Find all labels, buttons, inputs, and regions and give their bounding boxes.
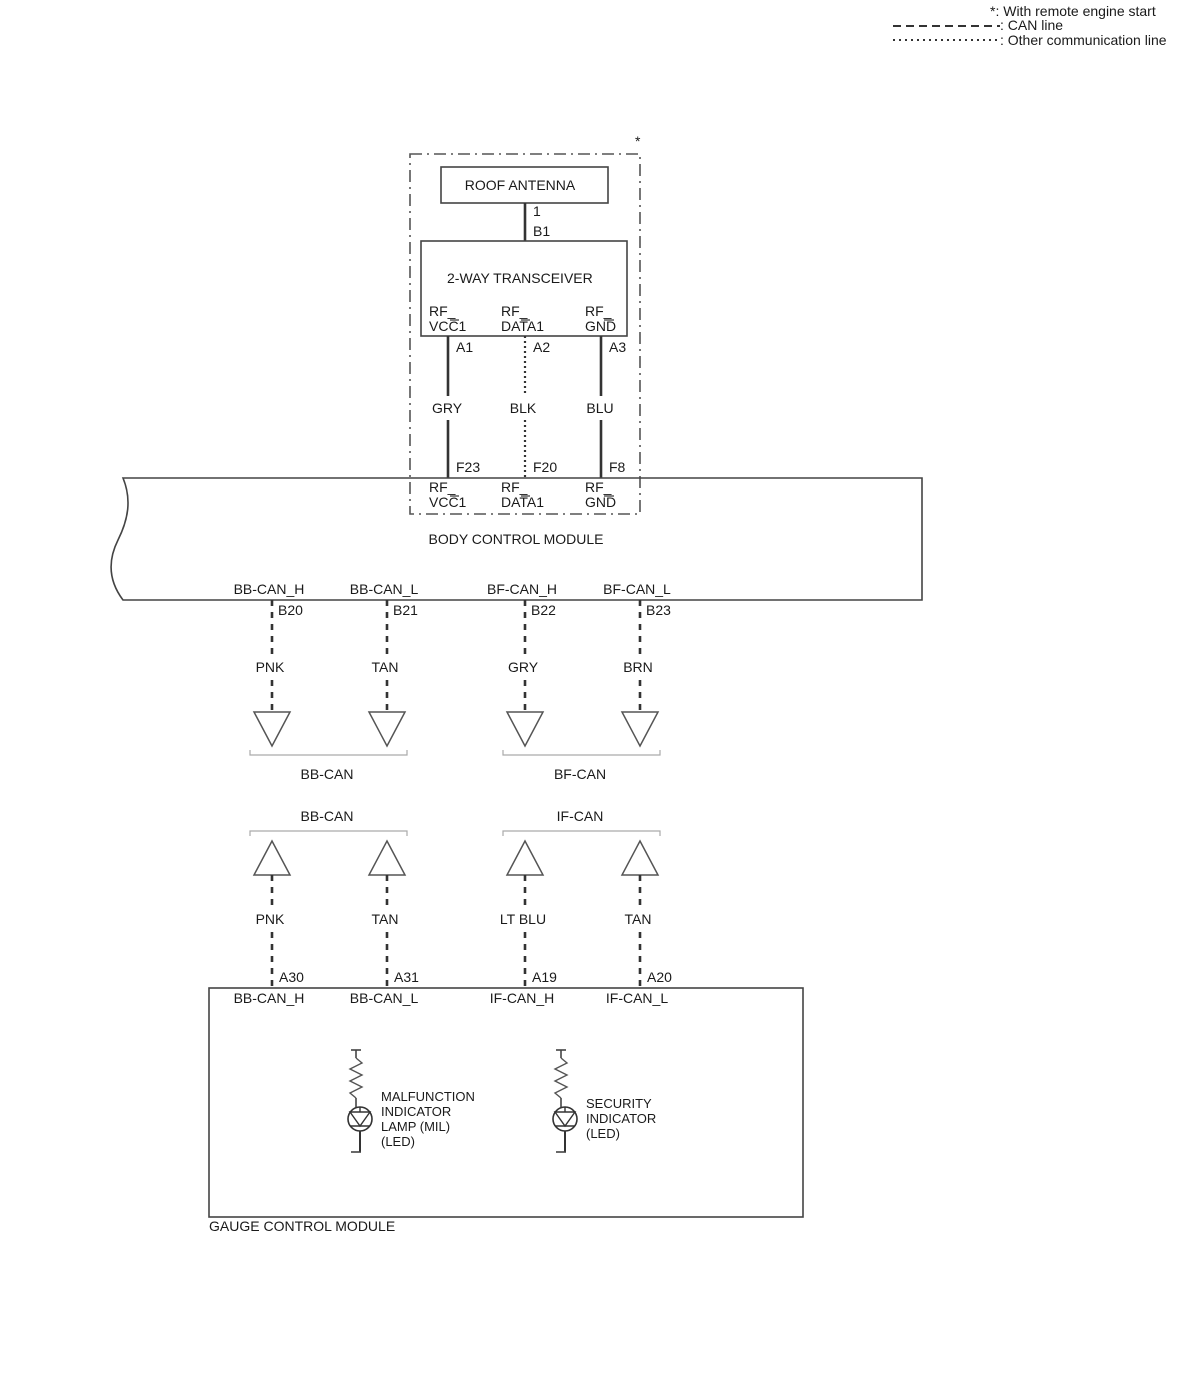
bcm-pin-f23: F23 bbox=[456, 459, 480, 475]
bcm-box bbox=[110, 477, 923, 601]
gauge-control-module-box bbox=[208, 987, 804, 1218]
legend-can-line: : CAN line bbox=[1000, 17, 1063, 33]
gauge-bus-arrow-bb-l bbox=[367, 839, 407, 876]
bcm-wire-color-brn: BRN bbox=[623, 659, 653, 675]
bcm-bus-bf-can: BF-CAN bbox=[554, 766, 606, 782]
bcm-can-pin-b22: B22 bbox=[531, 602, 556, 618]
bcm-pin-data1-line1: RF_ bbox=[501, 479, 528, 495]
gauge-bus-if-can: IF-CAN bbox=[557, 808, 604, 824]
gauge-can-label-if-l: IF-CAN_L bbox=[606, 990, 668, 1006]
bcm-can-label-bb-h: BB-CAN_H bbox=[234, 581, 305, 597]
gauge-bus-arrow-if-h bbox=[505, 839, 545, 876]
bcm-pin-vcc1-line2: VCC1 bbox=[429, 494, 467, 510]
roof-antenna-label: ROOF ANTENNA bbox=[465, 177, 576, 193]
bcm-pin-gnd-line1: RF_ bbox=[585, 479, 612, 495]
security-label-line1: SECURITY bbox=[586, 1096, 652, 1111]
legend-other-line: : Other communication line bbox=[1000, 32, 1167, 48]
bcm-bus-arrow-bf-h bbox=[505, 711, 545, 748]
bcm-bus-bb-can: BB-CAN bbox=[301, 766, 354, 782]
security-label-line2: INDICATOR bbox=[586, 1111, 656, 1126]
transceiver-pin-data1-line1: RF_ bbox=[501, 303, 528, 319]
bcm-pin-data1-line2: DATA1 bbox=[501, 494, 544, 510]
gauge-bus-arrow-bb-h bbox=[252, 839, 292, 876]
bcm-wire-color-pnk: PNK bbox=[256, 659, 285, 675]
gauge-can-label-bb-l: BB-CAN_L bbox=[350, 990, 419, 1006]
bcm-brace-bf bbox=[502, 750, 661, 756]
gauge-bus-arrow-if-l bbox=[620, 839, 660, 876]
remote-start-star: * bbox=[635, 133, 641, 149]
gauge-wire-color-pnk: PNK bbox=[256, 911, 285, 927]
wire-color-blk: BLK bbox=[510, 400, 537, 416]
roof-antenna-pin: 1 bbox=[533, 203, 541, 219]
bcm-label: BODY CONTROL MODULE bbox=[428, 531, 603, 547]
gauge-brace-if bbox=[502, 830, 661, 836]
security-label-line3: (LED) bbox=[586, 1126, 620, 1141]
transceiver-pin-a3: A3 bbox=[609, 339, 626, 355]
transceiver-pin-a2: A2 bbox=[533, 339, 550, 355]
gauge-pin-a20: A20 bbox=[647, 969, 672, 985]
transceiver-pin-vcc1-line2: VCC1 bbox=[429, 318, 467, 334]
gauge-can-label-if-h: IF-CAN_H bbox=[490, 990, 555, 1006]
security-led-icon bbox=[552, 1049, 578, 1153]
transceiver-pin-vcc1-line1: RF_ bbox=[429, 303, 456, 319]
wire-color-gry: GRY bbox=[432, 400, 463, 416]
bcm-pin-f8: F8 bbox=[609, 459, 626, 475]
transceiver-pin-data1-line2: DATA1 bbox=[501, 318, 544, 334]
mil-label-line3: LAMP (MIL) bbox=[381, 1119, 450, 1134]
mil-label-line2: INDICATOR bbox=[381, 1104, 451, 1119]
transceiver-pin-a1: A1 bbox=[456, 339, 473, 355]
bcm-brace-bb bbox=[249, 750, 408, 756]
gauge-pin-a31: A31 bbox=[394, 969, 419, 985]
gauge-pin-a30: A30 bbox=[279, 969, 304, 985]
gauge-wire-color-tan: TAN bbox=[372, 911, 399, 927]
gauge-brace-bb bbox=[249, 830, 408, 836]
bcm-pin-vcc1-line1: RF_ bbox=[429, 479, 456, 495]
mil-led-icon bbox=[347, 1049, 373, 1153]
wire-color-blu: BLU bbox=[586, 400, 613, 416]
gauge-bus-bb-can: BB-CAN bbox=[301, 808, 354, 824]
bcm-can-label-bf-l: BF-CAN_L bbox=[603, 581, 671, 597]
bcm-can-label-bf-h: BF-CAN_H bbox=[487, 581, 557, 597]
transceiver-connector: B1 bbox=[533, 223, 550, 239]
gauge-wire-color-tan2: TAN bbox=[625, 911, 652, 927]
gauge-can-label-bb-h: BB-CAN_H bbox=[234, 990, 305, 1006]
mil-label-line1: MALFUNCTION bbox=[381, 1089, 475, 1104]
bcm-can-label-bb-l: BB-CAN_L bbox=[350, 581, 419, 597]
bcm-bus-arrow-bb-l bbox=[367, 711, 407, 748]
legend: *: With remote engine start : CAN line :… bbox=[893, 3, 1167, 48]
gauge-pin-a19: A19 bbox=[532, 969, 557, 985]
bcm-bus-arrow-bf-l bbox=[620, 711, 660, 748]
transceiver-label: 2-WAY TRANSCEIVER bbox=[447, 270, 593, 286]
bcm-can-pin-b20: B20 bbox=[278, 602, 303, 618]
bcm-bus-arrow-bb-h bbox=[252, 711, 292, 748]
bcm-pin-f20: F20 bbox=[533, 459, 557, 475]
remote-start-frame bbox=[409, 153, 641, 515]
bcm-wire-color-tan: TAN bbox=[372, 659, 399, 675]
legend-remote-start: *: With remote engine start bbox=[990, 3, 1156, 19]
bcm-can-pin-b23: B23 bbox=[646, 602, 671, 618]
transceiver-pin-gnd-line1: RF_ bbox=[585, 303, 612, 319]
bcm-wire-color-gry: GRY bbox=[508, 659, 539, 675]
gauge-control-module-label: GAUGE CONTROL MODULE bbox=[209, 1218, 395, 1234]
bcm-can-pin-b21: B21 bbox=[393, 602, 418, 618]
bcm-pin-gnd-line2: GND bbox=[585, 494, 616, 510]
mil-label-line4: (LED) bbox=[381, 1134, 415, 1149]
transceiver-pin-gnd-line2: GND bbox=[585, 318, 616, 334]
gauge-wire-color-ltblu: LT BLU bbox=[500, 911, 546, 927]
